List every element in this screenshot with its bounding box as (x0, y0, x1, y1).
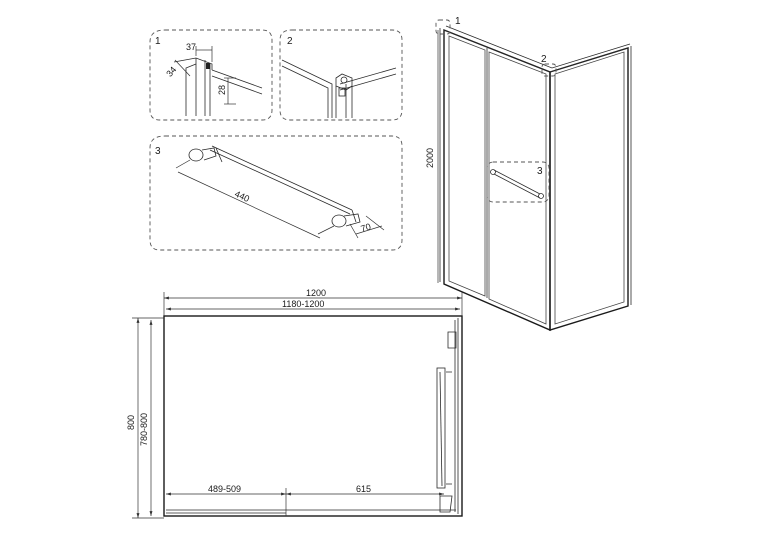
marker-3: 3 (537, 166, 543, 177)
plan-door-handle (436, 367, 446, 489)
detail-3-border (149, 135, 403, 251)
dim-440: 440 (233, 189, 251, 204)
plan-outline (163, 315, 463, 517)
dim-width-inner: 1180-1200 (282, 299, 324, 309)
detail-1-dims: 37 34 28 (164, 42, 236, 105)
dim-depth-inner: 780-800 (139, 413, 149, 446)
detail-3-number: 3 (155, 146, 161, 157)
detail-1-callout: 1 37 34 28 (149, 29, 273, 121)
dim-34: 34 (164, 65, 178, 79)
dim-70: 70 (360, 221, 373, 234)
detail-2-corner-profile (281, 59, 397, 118)
dim-height: 2000 (425, 148, 435, 168)
enclosure-plan: 1200 1180-1200 800 780-800 489-509 615 (126, 288, 463, 519)
detail-2-number: 2 (287, 36, 293, 47)
detail-2-border (279, 29, 403, 121)
detail-2-callout: 2 (279, 29, 403, 121)
dim-28: 28 (217, 85, 227, 95)
enclosure-elevation: 2000 1 2 3 (425, 16, 632, 332)
dim-width-outer: 1200 (306, 288, 326, 298)
detail-3-callout: 3 440 70 (149, 135, 403, 251)
marker-3-box (486, 161, 550, 203)
detail-1-seal (206, 63, 210, 69)
marker-1-box (435, 19, 451, 35)
front-frame (443, 28, 551, 332)
dim-fixed-panel: 489-509 (208, 484, 241, 494)
bar-knob-right (331, 214, 347, 228)
side-frame (549, 47, 629, 331)
detail-3-dims: 440 70 (175, 159, 385, 239)
detail-1-number: 1 (155, 36, 161, 47)
detail-1-border (149, 29, 273, 121)
marker-1: 1 (455, 16, 461, 27)
marker-2-box (541, 63, 557, 77)
detail-1-profile (173, 57, 263, 116)
dim-door-opening: 615 (356, 484, 371, 494)
elevation-towel-bar (490, 169, 544, 199)
bar-knob-left (188, 148, 204, 162)
dim-37: 37 (186, 42, 196, 52)
towel-bar (188, 145, 361, 228)
marker-2: 2 (541, 54, 547, 65)
dim-depth-outer: 800 (126, 415, 136, 430)
